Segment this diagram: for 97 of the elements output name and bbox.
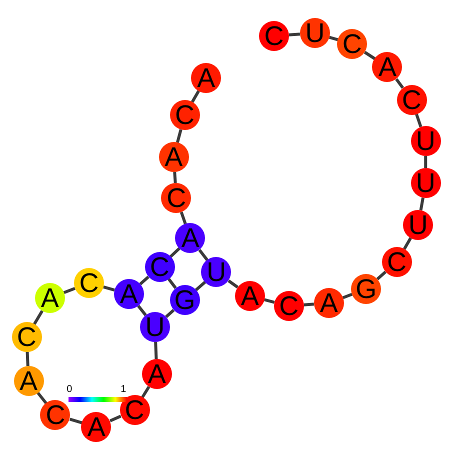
connector-line <box>168 278 177 289</box>
connector-line <box>328 36 338 42</box>
base-letter: A <box>197 64 216 92</box>
connector-line <box>376 270 387 280</box>
nucleotide-circle <box>382 247 412 277</box>
nucleotide-circle <box>234 281 265 311</box>
base-letter: U <box>416 128 436 154</box>
nucleotide-circle <box>259 21 290 51</box>
base-letter: A <box>164 144 183 170</box>
connector-line <box>180 212 187 224</box>
base-letter: A <box>181 224 200 252</box>
nucleotide-circle <box>142 359 172 389</box>
base-letter: C <box>387 248 407 276</box>
scale-label: 0 <box>66 385 72 395</box>
nucleotide-circle <box>403 210 434 240</box>
connector-line <box>33 310 44 325</box>
base-letter: U <box>145 314 165 340</box>
base-letter: A <box>87 414 106 440</box>
nucleotide-circle <box>337 29 368 59</box>
nucleotide-circle <box>144 252 175 282</box>
nucleotide-circle <box>170 100 200 130</box>
nucleotide-circle <box>274 291 304 321</box>
nucleotide-circle <box>140 312 170 342</box>
connector-line <box>415 114 422 128</box>
base-letter: A <box>320 290 338 316</box>
nucleotide-circle <box>81 412 112 442</box>
nucleotide-circle <box>410 168 441 198</box>
base-letter: C <box>264 22 284 50</box>
nucleotide-circle <box>191 63 222 93</box>
connector-line <box>63 286 76 294</box>
nucleotide-circle <box>314 288 344 318</box>
nucleotide-circle <box>158 142 189 172</box>
base-letter: A <box>19 368 38 394</box>
nucleotide-circle <box>300 18 330 48</box>
base-letter: U <box>305 20 325 46</box>
connector-line <box>228 280 239 288</box>
nucleotide-circle <box>14 366 44 396</box>
scale-label: 1 <box>120 385 126 395</box>
base-letter: C <box>46 402 66 428</box>
connector-line <box>198 249 208 261</box>
base-letter: C <box>16 324 36 350</box>
connector-line <box>154 342 158 360</box>
nucleotide-circle <box>351 274 382 304</box>
nucleotide-circle <box>372 52 402 82</box>
connector-line <box>173 172 177 184</box>
base-letter: C <box>79 270 99 296</box>
connector-line <box>110 414 122 422</box>
connector-line <box>103 286 115 292</box>
nucleotide-circle <box>396 85 427 115</box>
connector-line <box>165 308 175 318</box>
base-letter: C <box>342 30 362 58</box>
nucleotide-circle <box>170 285 200 315</box>
connector-line <box>304 302 314 306</box>
connector-line <box>264 298 275 304</box>
nucleotide-circle <box>114 279 144 309</box>
nucleotide-circle <box>34 283 65 313</box>
base-letter: A <box>378 54 396 80</box>
base-letter: C <box>279 292 299 320</box>
connector-line <box>288 32 300 36</box>
connector-line <box>190 90 200 103</box>
connector-line <box>170 247 180 258</box>
connector-line <box>419 198 424 210</box>
nucleotide-circle <box>12 322 42 352</box>
base-letter: C <box>166 184 186 212</box>
nucleotide-circle <box>201 257 232 287</box>
connector-line <box>139 276 150 286</box>
base-letter: A <box>40 284 59 312</box>
connector-line <box>395 78 404 89</box>
base-letter: A <box>120 280 138 308</box>
connector-line <box>194 280 206 292</box>
connector-line <box>69 418 82 424</box>
connector-line <box>364 50 376 60</box>
nucleotide-circle <box>120 395 150 425</box>
connector-line <box>141 386 150 398</box>
base-letter: U <box>416 170 436 196</box>
nucleotide-circle <box>410 126 441 156</box>
nucleotide-circle <box>74 268 104 298</box>
connector-line <box>342 292 353 300</box>
connector-line <box>424 156 428 168</box>
base-letter: U <box>408 212 428 238</box>
connector-line <box>137 304 147 316</box>
base-letter: C <box>150 254 170 280</box>
base-letter: G <box>356 276 377 302</box>
base-letter: U <box>206 258 226 286</box>
connector-line <box>36 392 48 404</box>
connector-line <box>403 237 412 250</box>
base-letter: C <box>402 86 422 114</box>
connector-line <box>26 352 30 366</box>
base-letter: A <box>148 360 166 388</box>
base-letter: C <box>124 396 144 424</box>
base-letter: C <box>175 102 194 128</box>
nucleotide-circle <box>161 183 192 213</box>
connector-line <box>176 129 182 143</box>
nucleotide-circle <box>40 400 70 430</box>
base-letter: G <box>174 286 196 314</box>
base-letter: A <box>240 282 259 310</box>
nucleotide-circle <box>175 223 206 253</box>
